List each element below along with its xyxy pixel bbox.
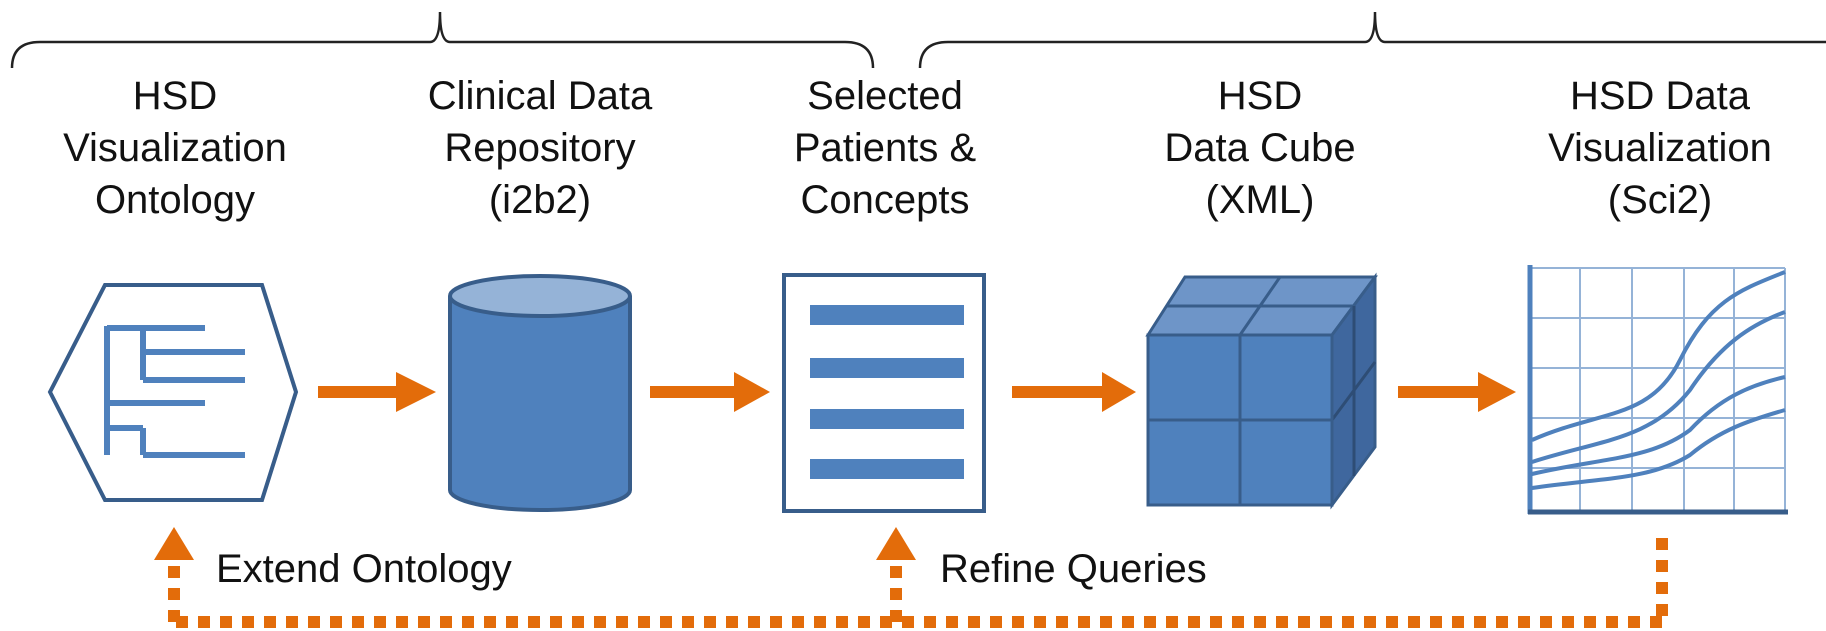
stage-label-repository: Clinical Data Repository (i2b2): [395, 70, 685, 226]
stage-label-line: (i2b2): [488, 178, 592, 222]
flow-arrow-4: [1398, 372, 1516, 412]
left-brace: [10, 11, 875, 69]
stage-label-line: Ontology: [94, 178, 256, 222]
stage-label-line: HSD: [1217, 74, 1303, 118]
stage-label-line: Visualization: [63, 126, 287, 170]
extend-ontology-label: Extend Ontology: [216, 547, 512, 591]
flow-arrow-1: [318, 372, 436, 412]
document-list-icon: [782, 273, 986, 513]
right-brace: [918, 11, 1826, 69]
stage-label-line: Visualization: [1548, 126, 1772, 170]
stage-label-ontology: HSD Visualization Ontology: [30, 70, 320, 226]
flow-arrow-3: [1012, 372, 1136, 412]
feedback-loop: [168, 538, 1668, 628]
data-cube-icon: [1145, 272, 1378, 510]
flow-arrow-2: [650, 372, 770, 412]
stage-label-line: Concepts: [800, 178, 970, 222]
stage-label-line: HSD: [132, 74, 218, 118]
stage-label-selected: Selected Patients & Concepts: [740, 70, 1030, 226]
stage-label-line: Data Cube: [1164, 126, 1356, 170]
stage-label-line: (Sci2): [1607, 178, 1713, 222]
stage-label-line: Patients &: [793, 126, 977, 170]
stage-label-line: Repository: [444, 126, 636, 170]
refine-queries-arrowhead: [876, 527, 916, 560]
database-cylinder-icon: [448, 274, 632, 512]
refine-queries-label: Refine Queries: [940, 547, 1207, 591]
stage-label-visualization: HSD Data Visualization (Sci2): [1510, 70, 1810, 226]
stage-label-line: Selected: [807, 74, 963, 118]
line-chart-grid-icon: [1527, 265, 1788, 515]
stage-label-line: (XML): [1205, 178, 1315, 222]
ontology-tree-hexagon-icon: [47, 283, 299, 502]
stage-label-datacube: HSD Data Cube (XML): [1115, 70, 1405, 226]
extend-ontology-arrowhead: [154, 527, 194, 560]
stage-label-line: HSD Data: [1569, 74, 1751, 118]
stage-label-line: Clinical Data: [427, 74, 653, 118]
